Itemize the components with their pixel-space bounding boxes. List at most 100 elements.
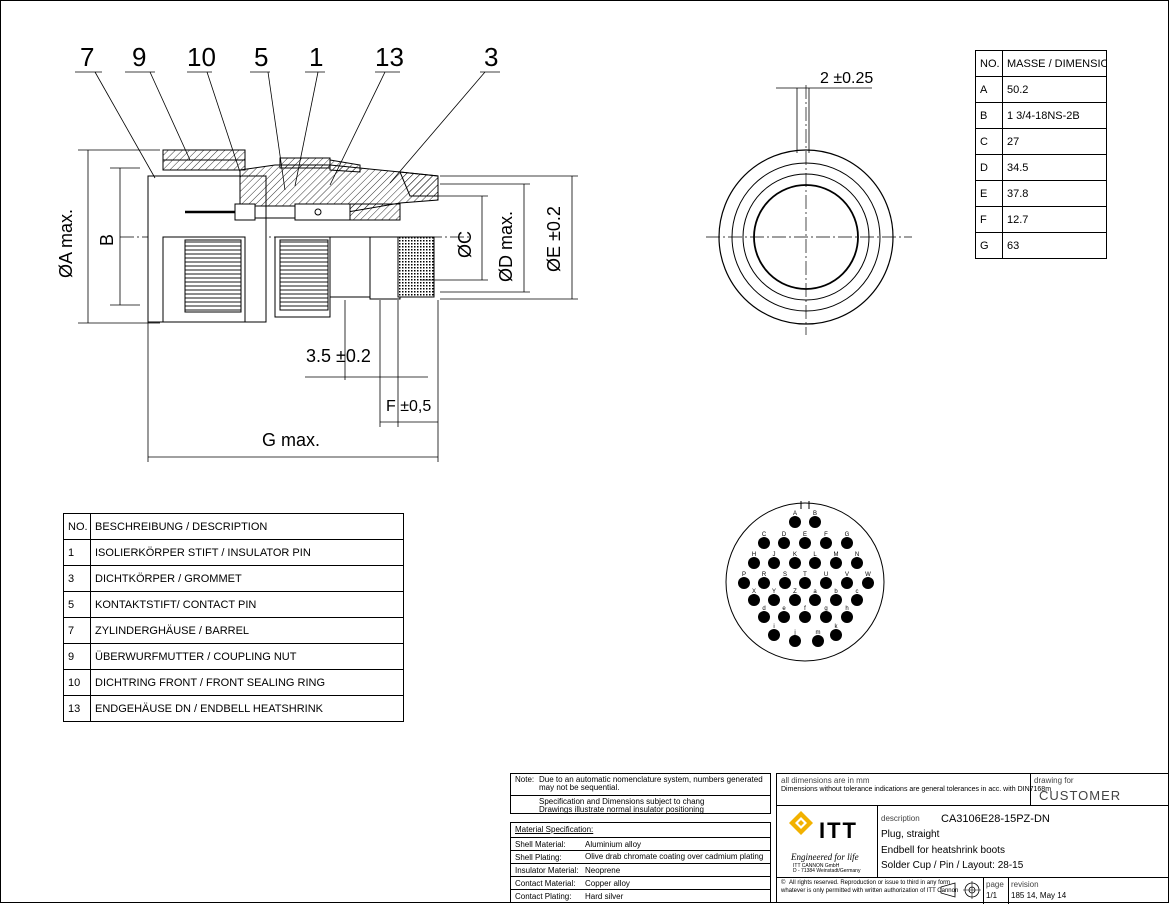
dim-letter: E bbox=[975, 180, 1003, 207]
tolerance-note: Dimensions without tolerance indications… bbox=[781, 786, 1052, 793]
pin-label: N bbox=[855, 552, 859, 558]
pin-label: R bbox=[762, 572, 767, 578]
pin-label: Y bbox=[772, 589, 776, 595]
part-desc: ENDGEHÄUSE DN / ENDBELL HEATSHRINK bbox=[90, 695, 404, 722]
contact-pin bbox=[841, 577, 853, 589]
note-2b: Drawings illustrate normal insulator pos… bbox=[539, 805, 704, 814]
material-value: Neoprene bbox=[585, 866, 621, 875]
note-1: Due to an automatic nomenclature system,… bbox=[539, 775, 763, 784]
contact-pin bbox=[768, 629, 780, 641]
part-desc: ÜBERWURFMUTTER / COUPLING NUT bbox=[90, 643, 404, 670]
part-desc: ZYLINDERGHÄUSE / BARREL bbox=[90, 617, 404, 644]
dim-value: 1 3/4-18NS-2B bbox=[1002, 102, 1107, 129]
pin-label: h bbox=[845, 606, 848, 612]
contact-pin bbox=[809, 557, 821, 569]
pin-label: G bbox=[845, 532, 850, 538]
logo-text: ITT bbox=[819, 818, 858, 843]
revision-label: revision bbox=[1011, 880, 1039, 889]
pin-label: d bbox=[762, 606, 765, 612]
pin-label: D bbox=[782, 532, 787, 538]
dim-table-value-header: MASSE / DIMENSION bbox=[1002, 50, 1107, 77]
dim-value: 50.2 bbox=[1002, 76, 1107, 103]
callout-9: 9 bbox=[132, 42, 147, 72]
pin-label: W bbox=[865, 572, 871, 578]
projection-symbol-icon bbox=[940, 881, 981, 899]
dim-value: 34.5 bbox=[1002, 154, 1107, 181]
material-box: Material Specification: Shell Material: … bbox=[510, 822, 771, 903]
callout-leaders bbox=[75, 71, 500, 191]
pin-label: Z bbox=[793, 589, 797, 595]
contact-pin bbox=[799, 611, 811, 623]
dimension-lines bbox=[78, 149, 578, 462]
pin-label: a bbox=[813, 589, 817, 595]
dim-letter: A bbox=[975, 76, 1003, 103]
part-desc: DICHTKÖRPER / GROMMET bbox=[90, 565, 404, 592]
pin-label: g bbox=[824, 606, 827, 612]
dim-value: 37.8 bbox=[1002, 180, 1107, 207]
notes-box: Note: Due to an automatic nomenclature s… bbox=[510, 773, 771, 814]
material-value: Olive drab chromate coating over cadmium… bbox=[585, 852, 764, 861]
drawing-for: CUSTOMER bbox=[1039, 788, 1122, 803]
desc-line-3: Solder Cup / Pin / Layout: 28-15 bbox=[881, 860, 1024, 871]
revision-value: 185 14, May 14 bbox=[1011, 891, 1067, 900]
contact-pin bbox=[820, 537, 832, 549]
company-line-2: D - 71384 Weinstadt/Germany bbox=[793, 868, 861, 874]
callout-10: 10 bbox=[187, 42, 216, 72]
parts-desc-header: BESCHREIBUNG / DESCRIPTION bbox=[90, 513, 404, 540]
part-desc: DICHTRING FRONT / FRONT SEALING RING bbox=[90, 669, 404, 696]
dimension-table-header: NO.MASSE / DIMENSION bbox=[975, 50, 1107, 77]
pin-label: k bbox=[835, 624, 839, 630]
parts-table-header: NO.BESCHREIBUNG / DESCRIPTION bbox=[63, 513, 404, 540]
contact-pin bbox=[812, 635, 824, 647]
contact-pin bbox=[778, 537, 790, 549]
dim-b: B bbox=[97, 233, 117, 246]
pin-label: U bbox=[824, 572, 828, 578]
side-view bbox=[120, 149, 470, 323]
drawing-for-label: drawing for bbox=[1034, 776, 1074, 785]
material-value: Copper alloy bbox=[585, 879, 630, 888]
note-1b: may not be sequential. bbox=[539, 783, 620, 792]
pin-label: A bbox=[793, 511, 797, 517]
part-no: 5 bbox=[63, 591, 91, 618]
slogan: Engineered for life bbox=[791, 852, 859, 862]
dim-key: 2 ±0.25 bbox=[820, 70, 874, 87]
rights-line-2: whatever is only permitted with written … bbox=[781, 888, 959, 894]
dim-letter: F bbox=[975, 206, 1003, 233]
pin-label: b bbox=[834, 589, 838, 595]
part-no: 9 bbox=[63, 643, 91, 670]
rights-line-1: All rights reserved. Reproduction or iss… bbox=[789, 880, 951, 886]
page-label: page bbox=[986, 880, 1004, 889]
callout-7: 7 bbox=[80, 42, 95, 72]
material-title: Material Specification: bbox=[515, 825, 594, 834]
material-value: Aluminium alloy bbox=[585, 840, 642, 849]
dim-c: ØC bbox=[455, 231, 475, 258]
copyright-icon: © bbox=[781, 880, 786, 886]
material-label: Shell Material: bbox=[515, 840, 566, 849]
contact-pin bbox=[789, 594, 801, 606]
dim-letter: G bbox=[975, 232, 1003, 259]
desc-line-1: Plug, straight bbox=[881, 829, 940, 840]
part-no: 13 bbox=[63, 695, 91, 722]
contact-pin bbox=[841, 537, 853, 549]
contact-pin bbox=[748, 594, 760, 606]
pin-label: f bbox=[804, 606, 806, 612]
contact-pin bbox=[851, 594, 863, 606]
contact-pin bbox=[789, 516, 801, 528]
pin-label: P bbox=[742, 572, 746, 578]
pin-label: V bbox=[845, 572, 849, 578]
dim-a: ØA max. bbox=[56, 208, 76, 278]
callout-13: 13 bbox=[375, 42, 404, 72]
pin-label: E bbox=[803, 532, 807, 538]
parts-no-header: NO. bbox=[63, 513, 91, 540]
part-no: 3 bbox=[63, 565, 91, 592]
contact-pin bbox=[820, 611, 832, 623]
